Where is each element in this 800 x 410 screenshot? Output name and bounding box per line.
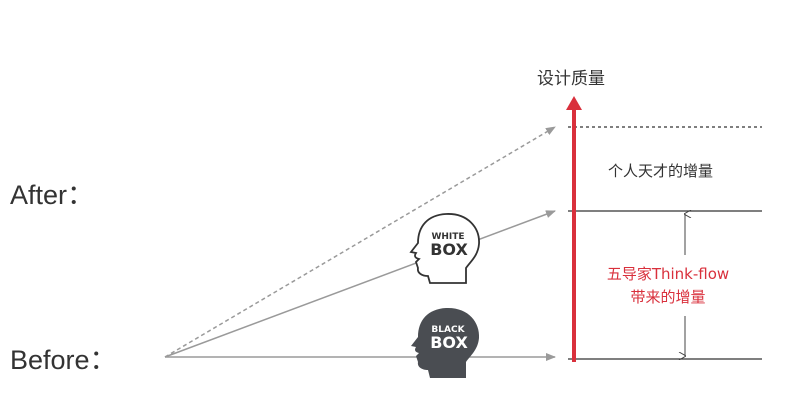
black-box-head-icon: BLACK BOX (411, 307, 480, 378)
thinkflow-increment-label: 五导家Think-flow 带来的增量 (598, 263, 738, 309)
arrow-whitebox (164, 210, 556, 358)
after-label: After： (10, 180, 95, 210)
quality-axis (572, 108, 576, 362)
black-box-line1: BLACK (431, 325, 465, 335)
before-label: Before： (10, 345, 117, 375)
thinkflow-line1: 五导家Think-flow (606, 265, 730, 283)
black-box-line2: BOX (430, 333, 468, 352)
quality-axis-arrowhead-icon (566, 96, 582, 110)
white-box-line1: WHITE (431, 232, 464, 242)
y-axis-label: 设计质量 (537, 69, 605, 89)
white-box-head-icon: WHITE BOX (409, 213, 480, 284)
arrow-dashed-upper (164, 126, 556, 358)
white-box-line2: BOX (430, 240, 468, 259)
thinkflow-line2: 带来的增量 (630, 288, 706, 306)
genius-increment-label: 个人天才的增量 (608, 162, 714, 180)
